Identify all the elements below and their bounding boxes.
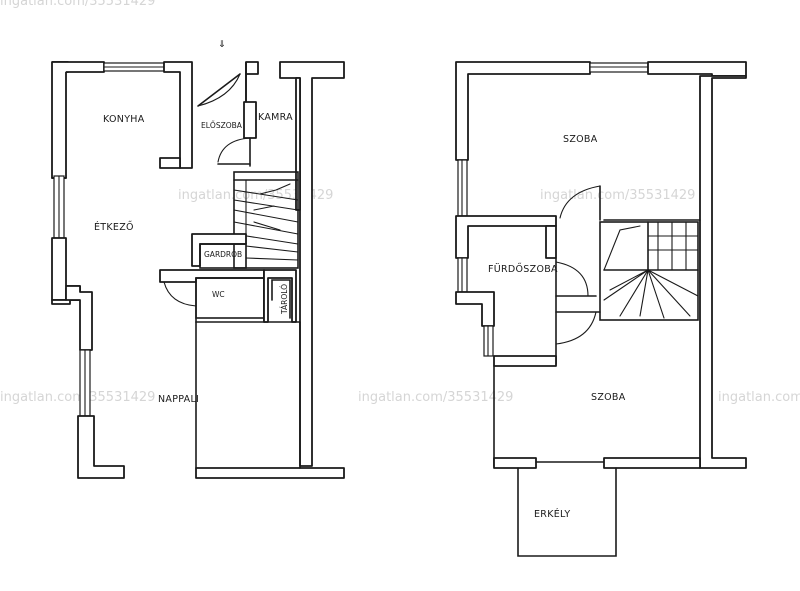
- upper-floor-plan: SZOBA FÜRDŐSZOBA SZOBA ERKÉLY: [455, 61, 747, 557]
- room-label-nappali: NAPPALI: [158, 394, 199, 405]
- wall: [77, 415, 125, 479]
- room-label-furdoszoba: FÜRDŐSZOBA: [488, 264, 558, 275]
- wall: [159, 157, 181, 169]
- room-label-eloszoba: ELŐSZOBA: [201, 121, 243, 130]
- room-label-szoba-top: SZOBA: [563, 134, 598, 145]
- wall: [455, 291, 495, 327]
- wall: [243, 101, 257, 139]
- door-swing: [555, 311, 597, 345]
- wall: [493, 355, 557, 367]
- wall: [493, 457, 537, 469]
- room-label-wc: WC: [212, 290, 225, 299]
- wall: [699, 75, 747, 469]
- wall: [195, 467, 345, 479]
- wall: [65, 285, 93, 351]
- gardrob-room: [199, 243, 247, 269]
- watermark: ingatlan.com/35531429: [0, 390, 155, 405]
- watermark: ingatlan.com/35531429: [0, 0, 155, 9]
- watermark: ingatlan.com/35531429: [718, 390, 800, 405]
- door-swing: [555, 261, 589, 297]
- tarolo-room: [271, 279, 291, 319]
- ground-floor-plan: ⇓: [51, 39, 345, 479]
- wall: [51, 61, 69, 179]
- wall: [455, 61, 591, 161]
- room-label-kamra: KAMRA: [258, 112, 293, 123]
- room-label-erkely: ERKÉLY: [534, 508, 570, 520]
- door-swing: [217, 137, 251, 163]
- room-label-konyha: KONYHA: [103, 114, 145, 125]
- staircase: [233, 171, 299, 269]
- wall: [455, 215, 557, 259]
- room-label-gardrob: GARDRÓB: [204, 250, 242, 259]
- balcony: [517, 467, 617, 557]
- entrance-arrow-icon: ⇓: [218, 39, 226, 50]
- wall: [279, 61, 345, 467]
- watermark: ingatlan.com/35531429: [358, 390, 513, 405]
- staircase: [599, 221, 699, 321]
- wall: [603, 457, 701, 469]
- door-swing: [163, 281, 197, 307]
- room-label-tarolo: TÁROLÓ: [280, 284, 289, 315]
- room-label-etkezo: ÉTKEZŐ: [94, 221, 134, 233]
- watermark-layer: ingatlan.com/35531429 ingatlan.com/35531…: [0, 0, 800, 405]
- room-label-szoba-bottom: SZOBA: [591, 392, 626, 403]
- wall: [159, 269, 265, 283]
- wc-room: [195, 277, 265, 319]
- wall: [163, 61, 193, 169]
- wall: [647, 61, 747, 77]
- wall: [545, 225, 557, 259]
- wall: [295, 77, 301, 211]
- wall: [245, 61, 259, 75]
- door-swing: [197, 73, 241, 107]
- door-swing: [559, 185, 601, 219]
- watermark: ingatlan.com/35531429: [540, 188, 695, 203]
